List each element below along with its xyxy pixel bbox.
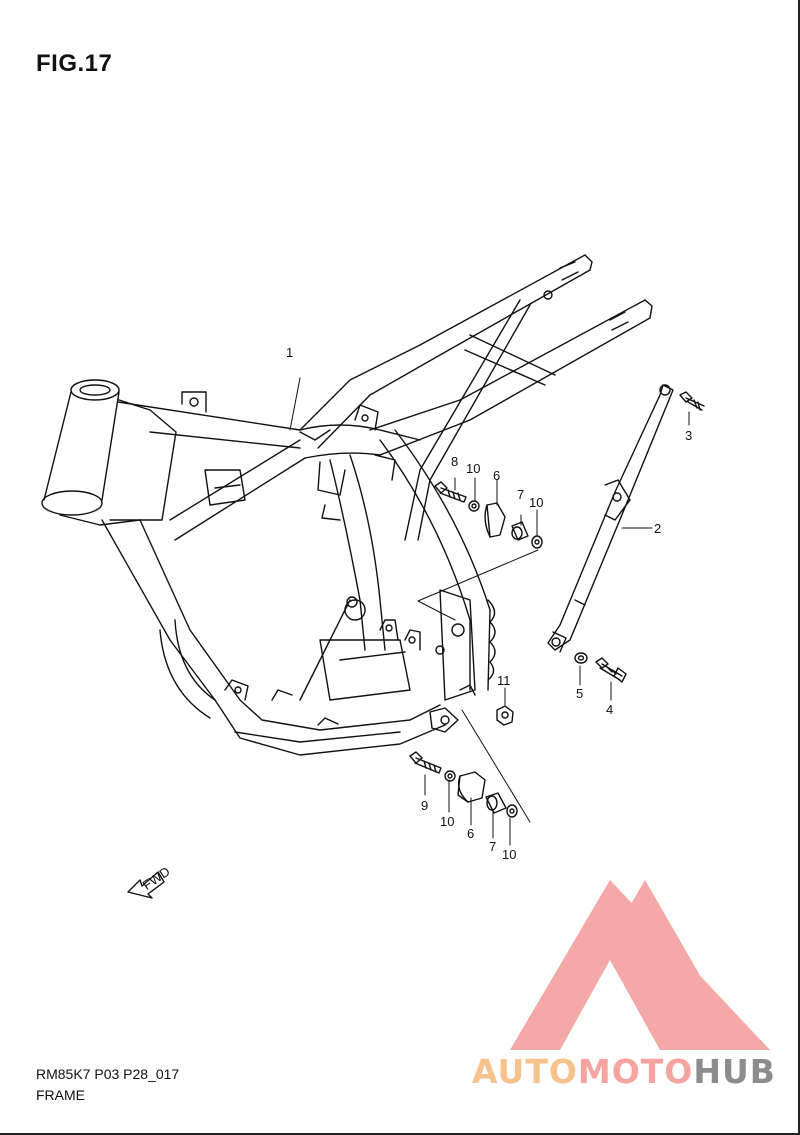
fwd-arrow-icon (127, 871, 165, 899)
washer-part-5-hole (577, 655, 585, 661)
callout-10-c: 10 (440, 814, 454, 829)
figure-title: FIG.17 (36, 50, 113, 77)
callout-11: 11 (497, 673, 511, 688)
watermark-brand: AUTOMOTOHUB (472, 1052, 776, 1092)
upper-engine-mount-hardware (434, 481, 543, 549)
callout-10-d: 10 (502, 847, 516, 862)
brand-part-auto: AUTO (472, 1052, 578, 1091)
leader-lines (289, 377, 690, 846)
callout-7-upper: 7 (517, 487, 524, 502)
watermark-logo-icon (510, 880, 770, 1050)
frame-main (41, 254, 653, 756)
figure-caption: FRAME (36, 1087, 85, 1103)
figure-code: RM85K7 P03 P28_017 (36, 1066, 180, 1082)
brand-part-moto: MOTO (577, 1052, 694, 1091)
callout-8: 8 (451, 454, 458, 469)
rear-support-bar (547, 384, 674, 653)
callout-10-a: 10 (466, 461, 480, 476)
callout-7-lower: 7 (489, 839, 496, 854)
callout-1: 1 (286, 345, 293, 360)
brand-part-hub: HUB (693, 1052, 776, 1091)
washer-part-5 (574, 652, 588, 664)
callout-6-upper: 6 (493, 468, 500, 483)
callout-6-lower: 6 (467, 826, 474, 841)
callout-2: 2 (654, 521, 661, 536)
lower-engine-mount-hardware (409, 751, 518, 818)
nut-part-11 (496, 705, 514, 726)
callout-3: 3 (685, 428, 692, 443)
callout-5: 5 (576, 686, 583, 701)
callout-10-b: 10 (529, 495, 543, 510)
bolt-part-4 (595, 657, 627, 683)
bolt-part-3 (679, 391, 705, 411)
callout-4: 4 (606, 702, 613, 717)
callout-9: 9 (421, 798, 428, 813)
